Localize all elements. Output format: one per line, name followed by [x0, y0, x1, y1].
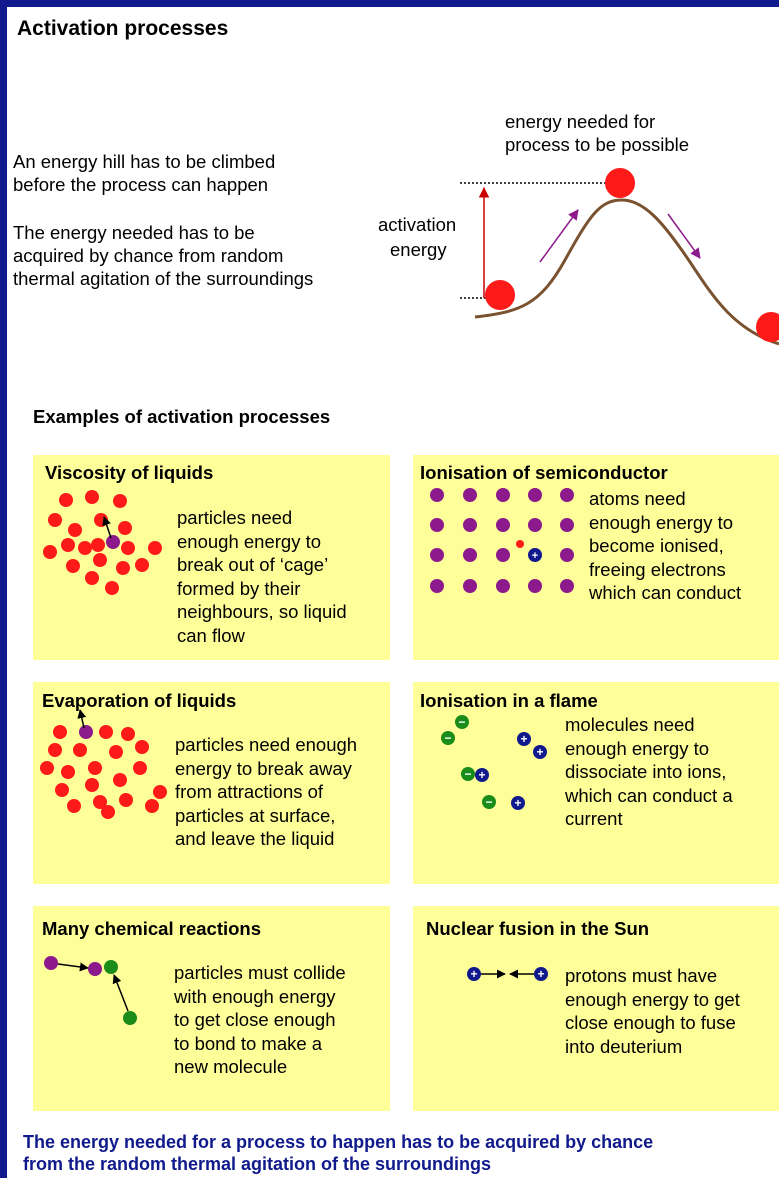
footer-summary: The energy needed for a process to happe…	[23, 1132, 654, 1174]
page-title: Activation processes	[17, 17, 229, 40]
intro-line: An energy hill has to be climbed	[13, 151, 276, 172]
intro-line: acquired by chance from random	[13, 245, 284, 266]
svg-text:+: +	[537, 967, 544, 981]
ball-peak	[605, 168, 635, 198]
svg-text:+: +	[536, 745, 543, 759]
activation-energy-label: energy	[390, 239, 447, 260]
svg-text:−: −	[485, 795, 492, 809]
panel-flame	[413, 682, 779, 884]
svg-text:+: +	[520, 732, 527, 746]
panel-title: Ionisation of semiconductor	[420, 462, 668, 483]
svg-text:+: +	[478, 768, 485, 782]
svg-text:−: −	[458, 715, 465, 729]
ball-start	[485, 280, 515, 310]
svg-text:−: −	[444, 731, 451, 745]
intro-line: before the process can happen	[13, 174, 269, 195]
panel-title: Nuclear fusion in the Sun	[426, 918, 650, 939]
panel-text: particles need enough energy to break ou…	[177, 507, 347, 646]
svg-text:+: +	[470, 967, 477, 981]
panel-chemical	[33, 906, 390, 1111]
panel-text: protons must have enough energy to get c…	[565, 965, 740, 1057]
panel-text: particles need enough energy to break aw…	[175, 734, 358, 849]
intro-line: The energy needed has to be	[13, 222, 255, 243]
peak-label: process to be possible	[505, 134, 690, 155]
examples-title: Examples of activation processes	[33, 406, 331, 427]
ball-end	[756, 312, 779, 342]
panel-fusion	[413, 906, 779, 1111]
panel-title: Ionisation in a flame	[420, 690, 598, 711]
svg-text:−: −	[464, 767, 471, 781]
panel-text: atoms need enough energy to become ionis…	[589, 488, 742, 603]
svg-text:+: +	[532, 550, 538, 562]
panel-title: Evaporation of liquids	[42, 690, 237, 711]
climb-arrow	[539, 209, 579, 263]
descend-arrow	[667, 213, 701, 259]
panel-viscosity	[33, 455, 390, 660]
frame-top-border	[0, 0, 779, 7]
panel-text: molecules need enough energy to dissocia…	[565, 714, 733, 829]
panel-text: particles must collide with enough energ…	[174, 962, 346, 1077]
activation-energy-label: activation	[378, 214, 457, 235]
frame-left-border	[0, 0, 7, 1178]
panel-title: Many chemical reactions	[42, 918, 262, 939]
svg-text:+: +	[514, 796, 521, 810]
energy-hill-diagram	[460, 168, 779, 346]
peak-label: energy needed for	[505, 111, 656, 132]
panel-title: Viscosity of liquids	[45, 462, 214, 483]
intro-line: thermal agitation of the surroundings	[13, 268, 314, 289]
energy-hill-curve	[474, 198, 779, 346]
